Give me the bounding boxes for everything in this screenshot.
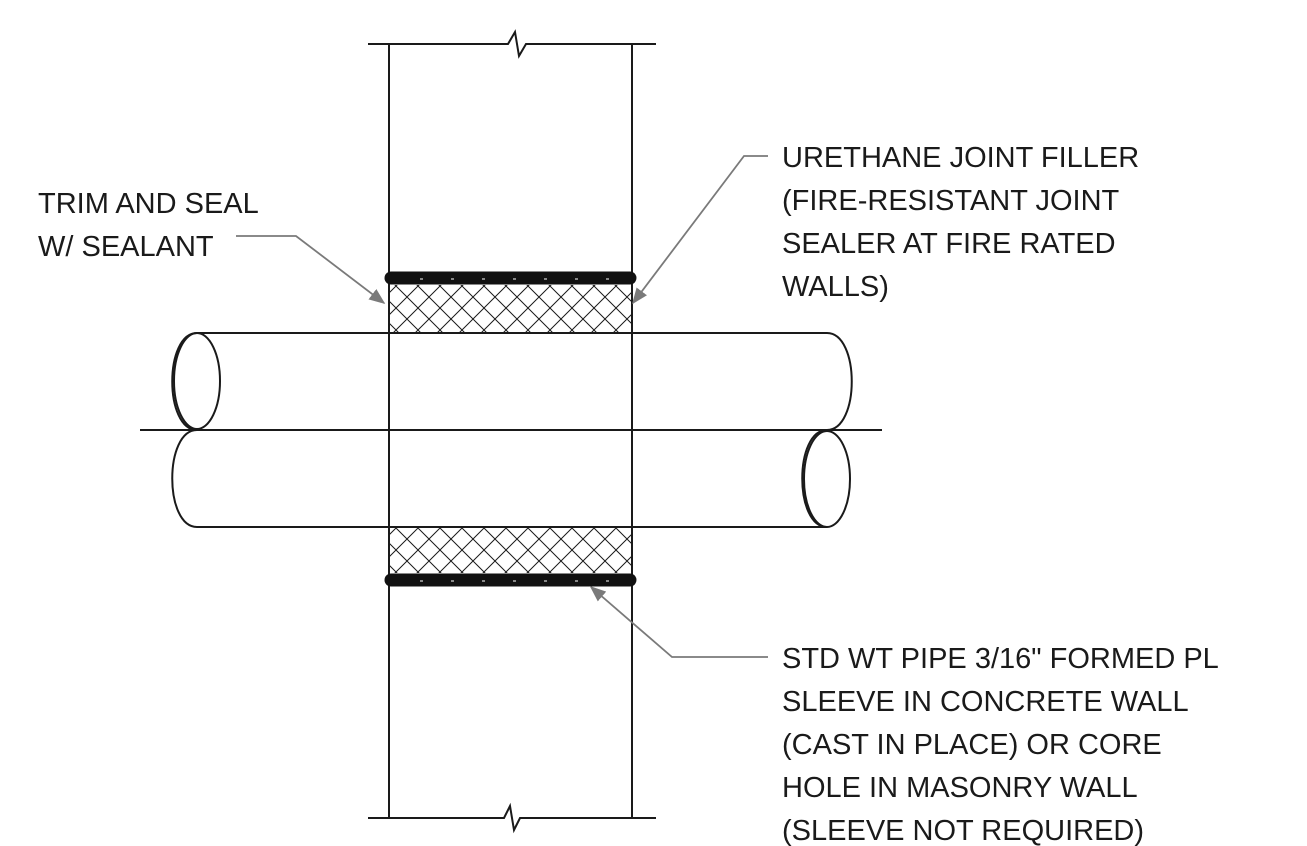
pipe-break-upper-left: [171, 332, 198, 431]
trim-seal-leader: [236, 235, 386, 304]
leaders: [236, 155, 768, 658]
urethane-joint-filler: [389, 285, 632, 573]
sleeve-line-4: HOLE IN MASONRY WALL: [782, 772, 1137, 804]
urethane-line-3: SEALER AT FIRE RATED: [782, 228, 1116, 260]
bottom-break-line: [368, 802, 656, 834]
urethane-line-1: URETHANE JOINT FILLER: [782, 142, 1139, 174]
pipe: [140, 332, 882, 528]
pipe-end-lower-right: [803, 430, 851, 528]
urethane-note: URETHANE JOINT FILLER (FIRE-RESISTANT JO…: [782, 142, 1147, 303]
trim-seal-note: TRIM AND SEAL W/ SEALANT: [38, 188, 266, 263]
top-break-line: [368, 29, 656, 59]
sleeve-leader: [589, 585, 768, 658]
pipe-sleeve: [384, 271, 637, 587]
sleeve-note: STD WT PIPE 3/16" FORMED PL SLEEVE IN CO…: [782, 643, 1226, 846]
pipe-end-upper-left: [173, 332, 221, 430]
joint-filler-top: [389, 285, 632, 333]
trim-seal-line-2: W/ SEALANT: [38, 231, 214, 263]
joint-filler-bottom: [389, 527, 632, 573]
urethane-leader: [632, 155, 768, 305]
urethane-line-2: (FIRE-RESISTANT JOINT: [782, 185, 1120, 217]
sleeve-line-1: STD WT PIPE 3/16" FORMED PL: [782, 643, 1219, 675]
sleeve-line-2: SLEEVE IN CONCRETE WALL: [782, 686, 1189, 718]
sleeve-line-5: (SLEEVE NOT REQUIRED): [782, 815, 1144, 846]
pipe-break-lower-right: [801, 429, 828, 528]
pipe-break-upper-right: [826, 332, 853, 431]
trim-seal-line-1: TRIM AND SEAL: [38, 188, 259, 220]
urethane-line-4: WALLS): [782, 271, 889, 303]
sleeve-line-3: (CAST IN PLACE) OR CORE: [782, 729, 1162, 761]
pipe-break-lower-left: [171, 429, 198, 528]
